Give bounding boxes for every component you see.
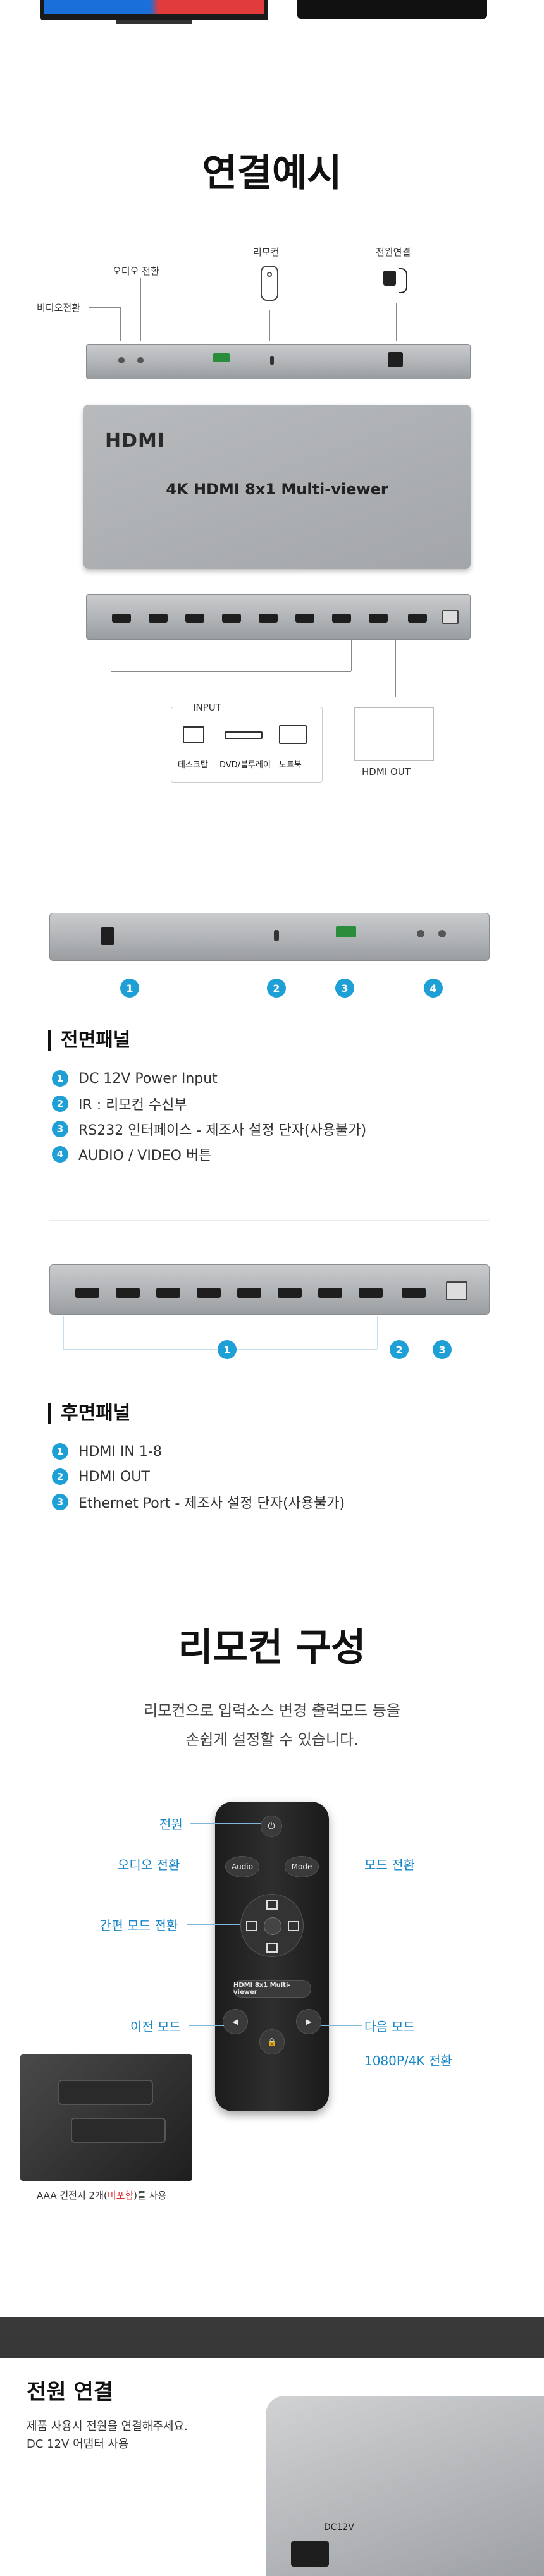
battery-note: AAA 건전지 2개(미포함)를 사용	[37, 2190, 167, 2201]
label-notebook: 노트북	[279, 760, 302, 770]
layout-split-icon	[288, 1921, 299, 1931]
remote-section-title: 리모컨 구성	[178, 1626, 366, 1670]
label-remote: 리모컨	[253, 247, 280, 258]
notebook-icon	[279, 725, 307, 744]
dc12v-label: DC12V	[324, 2522, 354, 2532]
remote-desc-1: 리모컨으로 입력소스 변경 출력모드 등을	[144, 1702, 400, 1719]
rear-panel-photo	[49, 1264, 490, 1315]
remote-label-power: 전원	[159, 1817, 183, 1832]
remote-audio-button: Audio	[225, 1856, 259, 1877]
label-hdmi-out: HDMI OUT	[362, 766, 411, 778]
product-name: 4K HDMI 8x1 Multi-viewer	[166, 480, 388, 498]
remote-label-next-mode: 다음 모드	[364, 2019, 415, 2034]
front-marker-3: 3	[335, 979, 354, 998]
label-audio-switch: 오디오 전환	[113, 266, 159, 277]
layout-quad-icon	[266, 1943, 278, 1953]
front-marker-1: 1	[120, 979, 139, 998]
front-marker-2: 2	[267, 979, 286, 998]
remote-next-button: ▶	[296, 2009, 321, 2034]
front-panel-title: 전면패널	[48, 1030, 130, 1051]
remote-dpad	[240, 1894, 304, 1957]
remote-label-audio: 오디오 전환	[118, 1857, 180, 1872]
remote-icon	[261, 266, 278, 301]
device-photo: DC12V	[266, 2396, 544, 2576]
layout-pip-icon	[246, 1921, 257, 1931]
label-dvd: DVD/블루레이	[219, 760, 271, 770]
label-video-switch: 비디오전환	[37, 302, 81, 314]
lock-icon: 🔒	[267, 2037, 277, 2046]
dvd-icon	[225, 731, 263, 739]
battery-compartment-photo	[20, 2054, 192, 2181]
monitor-image-left	[40, 0, 268, 24]
remote-label-prev-mode: 이전 모드	[130, 2019, 181, 2034]
remote-label-mode: 모드 전환	[364, 1857, 415, 1872]
remote-label-resolution: 1080P/4K 전환	[364, 2053, 452, 2068]
hdmi-logo: HDMI	[105, 430, 166, 452]
monitor-image-right	[297, 0, 487, 19]
power-section-line1: 제품 사용시 전원을 연결해주세요.	[27, 2420, 188, 2433]
front-panel-photo	[49, 913, 490, 961]
divider	[49, 1220, 490, 1221]
label-power-connection: 전원연결	[376, 247, 411, 258]
layout-single-icon	[266, 1900, 278, 1910]
remote-brand-label: HDMI 8x1 Multi-viewer	[233, 1980, 311, 1998]
rear-marker-3: 3	[433, 1340, 452, 1359]
remote-power-button: ⏻	[261, 1816, 282, 1837]
front-marker-4: 4	[424, 979, 443, 998]
desktop-icon	[183, 726, 204, 743]
label-desktop: 데스크탑	[178, 760, 208, 770]
layout-grid-icon	[264, 1917, 281, 1935]
remote-control-image: ⏻ Audio Mode HDMI 8x1 Multi-viewer ◀ ▶ 🔒	[215, 1802, 329, 2111]
arrow-right-icon: ▶	[306, 2017, 312, 2026]
rear-marker-1: 1	[218, 1340, 237, 1359]
remote-resolution-button: 🔒	[259, 2029, 285, 2054]
power-icon: ⏻	[268, 1821, 275, 1831]
remote-prev-button: ◀	[223, 2009, 248, 2034]
rear-panel-title: 후면패널	[48, 1403, 130, 1424]
remote-desc-2: 손쉽게 설정할 수 있습니다.	[185, 1731, 359, 1749]
hdmi-out-monitor-icon	[354, 707, 434, 761]
device-front-view-diagram	[86, 344, 471, 379]
device-top-view: HDMI 4K HDMI 8x1 Multi-viewer	[83, 405, 471, 569]
power-section-title: 전원 연결	[27, 2379, 113, 2405]
power-plug-icon	[383, 267, 409, 296]
power-section-line2: DC 12V 어댑터 사용	[27, 2438, 129, 2451]
remote-mode-button: Mode	[285, 1856, 319, 1877]
remote-label-simple-mode: 간편 모드 전환	[100, 1918, 178, 1933]
device-rear-view-diagram	[86, 594, 471, 640]
arrow-left-icon: ◀	[232, 2017, 238, 2026]
input-sources-box: 데스크탑 DVD/블루레이 노트북	[171, 707, 323, 783]
label-input: INPUT	[193, 702, 221, 713]
power-section-card: 전원 연결 제품 사용시 전원을 연결해주세요. DC 12V 어댑터 사용 D…	[0, 2358, 544, 2576]
rear-marker-2: 2	[390, 1340, 409, 1359]
section-title-connection: 연결예시	[202, 151, 342, 195]
